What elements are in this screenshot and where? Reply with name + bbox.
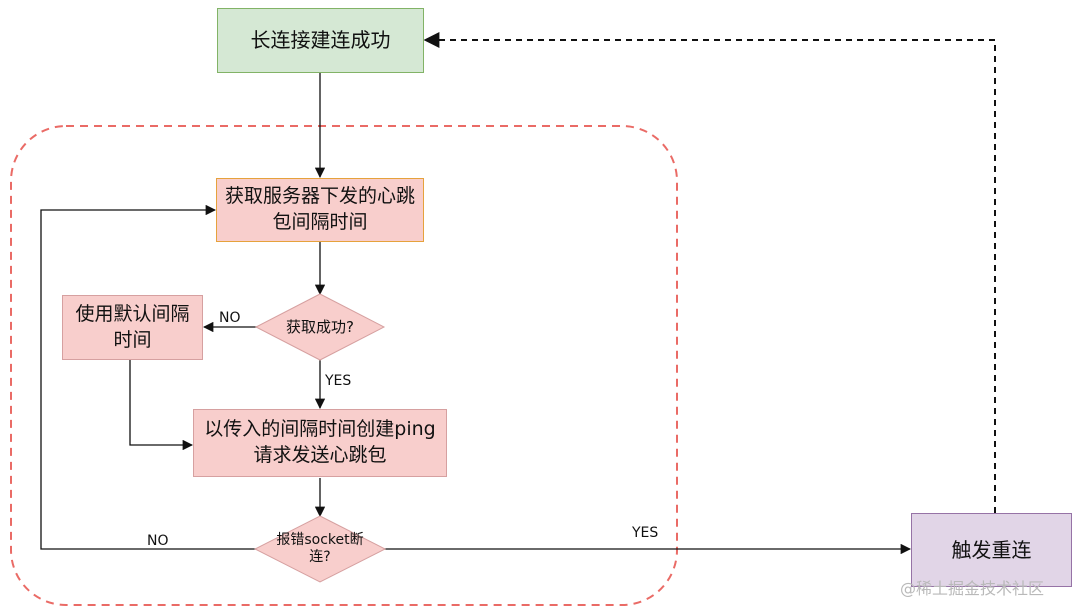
fetch-success-diamond — [254, 293, 386, 361]
watermark: @稀土掘金技术社区 — [900, 579, 1045, 598]
default-interval-label: 使用默认间隔时间 — [75, 302, 190, 351]
fetch-interval-node: 获取服务器下发的心跳包间隔时间 — [216, 178, 424, 242]
start-node-label: 长连接建连成功 — [250, 28, 391, 52]
default-interval-node: 使用默认间隔时间 — [62, 295, 203, 360]
socket-error-diamond — [253, 515, 387, 583]
reconnect-node: 触发重连 — [911, 513, 1072, 587]
fetch-interval-label: 获取服务器下发的心跳包间隔时间 — [224, 185, 415, 233]
create-ping-label: 以传入的间隔时间创建ping请求发送心跳包 — [204, 418, 436, 466]
edge-socket-no-loop — [40, 204, 257, 550]
edge-reconnect-to-start — [423, 32, 996, 513]
create-ping-node: 以传入的间隔时间创建ping请求发送心跳包 — [193, 409, 447, 477]
fetch-success-decision-label: 获取成功? — [286, 317, 354, 336]
edge-default-to-ping — [129, 360, 194, 451]
heartbeat-loop-region — [10, 125, 678, 606]
socket-no-label: NO — [147, 533, 169, 549]
socket-yes-label: YES — [632, 525, 659, 541]
socket-error-decision-label: 报错socket断连? — [276, 531, 364, 566]
reconnect-label: 触发重连 — [951, 537, 1032, 562]
start-node: 长连接建连成功 — [217, 8, 424, 73]
fetch-yes-label: YES — [325, 373, 352, 389]
fetch-no-label: NO — [219, 310, 241, 326]
